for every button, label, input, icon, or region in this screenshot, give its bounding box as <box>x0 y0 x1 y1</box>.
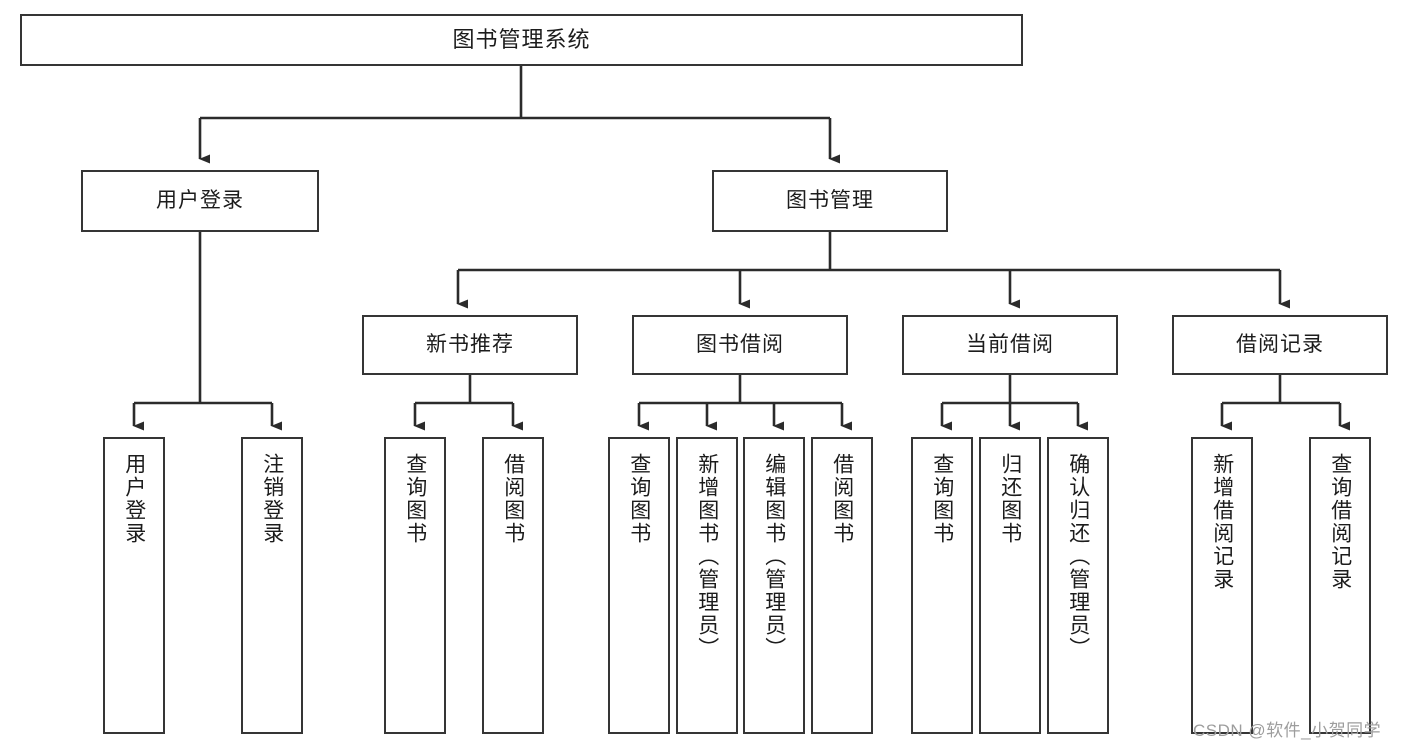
node-book-management[interactable]: 图书管理 <box>712 170 948 232</box>
leaf-edit-book-admin[interactable]: 编辑图书（管理员） <box>743 437 805 734</box>
leaf-query-borrow-record[interactable]: 查询借阅记录 <box>1309 437 1371 734</box>
node-label: 查询图书 <box>930 453 954 545</box>
leaf-confirm-return-admin[interactable]: 确认归还（管理员） <box>1047 437 1109 734</box>
leaf-add-book-admin[interactable]: 新增图书（管理员） <box>676 437 738 734</box>
node-label: 查询图书 <box>403 453 427 545</box>
leaf-query-book-new[interactable]: 查询图书 <box>384 437 446 734</box>
node-label: 注销登录 <box>260 453 284 545</box>
leaf-user-login[interactable]: 用户登录 <box>103 437 165 734</box>
node-user-login[interactable]: 用户登录 <box>81 170 319 232</box>
node-label: 图书借阅 <box>696 332 784 356</box>
node-current-borrowing[interactable]: 当前借阅 <box>902 315 1118 375</box>
node-label: 查询借阅记录 <box>1328 453 1352 591</box>
node-label: 借阅图书 <box>830 453 854 545</box>
leaf-borrow-book[interactable]: 借阅图书 <box>811 437 873 734</box>
leaf-logout[interactable]: 注销登录 <box>241 437 303 734</box>
node-label: 新增图书（管理员） <box>695 453 719 660</box>
node-label: 用户登录 <box>122 453 146 545</box>
leaf-return-book[interactable]: 归还图书 <box>979 437 1041 734</box>
leaf-borrow-book-new[interactable]: 借阅图书 <box>482 437 544 734</box>
leaf-query-book-current[interactable]: 查询图书 <box>911 437 973 734</box>
leaf-query-book-borrow[interactable]: 查询图书 <box>608 437 670 734</box>
node-label: 当前借阅 <box>966 332 1054 356</box>
node-label: 新增借阅记录 <box>1210 453 1234 591</box>
node-label: 确认归还（管理员） <box>1066 453 1090 660</box>
node-label: 用户登录 <box>156 188 244 212</box>
node-label: 图书管理系统 <box>452 27 591 53</box>
node-label: 借阅记录 <box>1236 332 1324 356</box>
node-label: 图书管理 <box>786 188 874 212</box>
node-new-book-recommendation[interactable]: 新书推荐 <box>362 315 578 375</box>
node-label: 新书推荐 <box>426 332 514 356</box>
node-book-borrowing[interactable]: 图书借阅 <box>632 315 848 375</box>
node-label: 查询图书 <box>627 453 651 545</box>
node-book-management-system[interactable]: 图书管理系统 <box>20 14 1023 66</box>
leaf-add-borrow-record[interactable]: 新增借阅记录 <box>1191 437 1253 734</box>
csdn-watermark: CSDN @软件_小贺同学 <box>1193 721 1382 740</box>
node-label: 编辑图书（管理员） <box>762 453 786 660</box>
node-label: 归还图书 <box>998 453 1022 545</box>
node-label: 借阅图书 <box>501 453 525 545</box>
node-borrow-records[interactable]: 借阅记录 <box>1172 315 1388 375</box>
